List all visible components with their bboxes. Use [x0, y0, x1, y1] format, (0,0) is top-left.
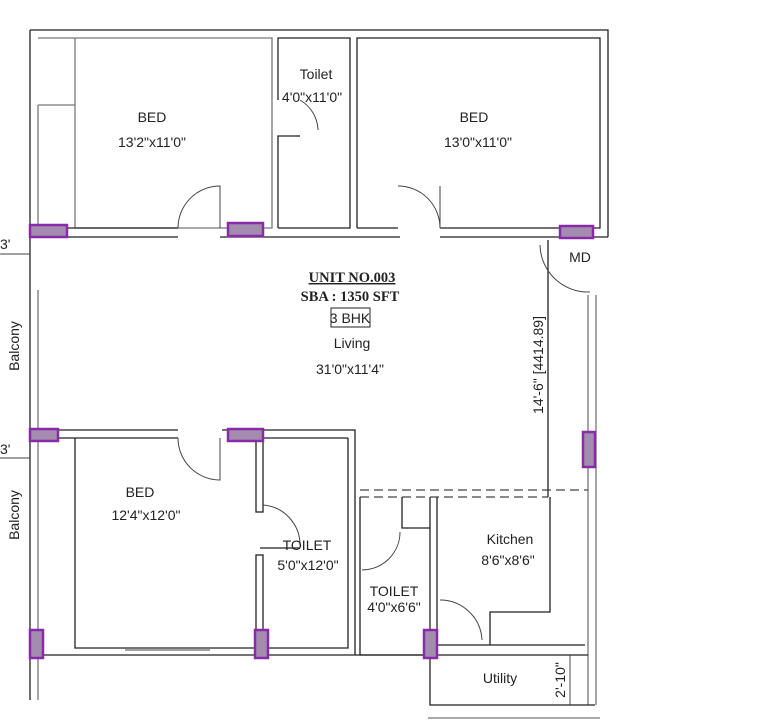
toilet3-label: TOILET	[370, 583, 419, 599]
living-height-dimension: 14'-6" [4414.89]	[530, 316, 546, 414]
bed3-label: BED	[126, 484, 155, 500]
main-door-label: MD	[569, 249, 591, 265]
column-marker	[558, 224, 595, 240]
sba-area: SBA : 1350 SFT	[301, 289, 400, 305]
column-marker	[422, 628, 439, 660]
bed1-size: 13'2"x11'0"	[118, 134, 186, 150]
toilet1-label: Toilet	[300, 66, 333, 82]
column-marker	[226, 427, 265, 443]
living-label: Living	[334, 335, 371, 351]
bhk-box	[330, 307, 371, 328]
bed2-label: BED	[460, 109, 489, 125]
utility-depth-dimension: 2'-10"	[552, 662, 568, 698]
column-marker	[28, 427, 60, 443]
kitchen-size: 8'6"x8'6"	[481, 552, 534, 568]
utility-label: Utility	[483, 670, 517, 686]
balcony2-width: 3'	[0, 441, 10, 457]
balcony1-width: 3'	[0, 236, 10, 252]
balcony2-label: Balcony	[6, 490, 22, 540]
living-size: 31'0"x11'4"	[316, 361, 384, 377]
column-marker	[28, 628, 45, 660]
balcony1-label: Balcony	[6, 321, 22, 371]
bhk-type: 3 BHK	[330, 310, 371, 326]
column-markers	[28, 221, 597, 660]
unit-number: UNIT NO.003	[309, 270, 396, 286]
toilet1-size: 4'0"x11'0"	[282, 89, 342, 105]
door-swings	[177, 99, 591, 641]
column-marker	[226, 221, 265, 238]
column-marker	[253, 628, 270, 660]
walls	[0, 29, 609, 719]
bed3-size: 12'4"x12'0"	[111, 507, 180, 523]
bed2-size: 13'0"x11'0"	[444, 134, 512, 150]
toilet2-label: TOILET	[283, 537, 332, 553]
column-marker	[28, 223, 69, 239]
toilet2-size: 5'0"x12'0"	[277, 557, 338, 573]
column-marker	[581, 430, 597, 469]
kitchen-label: Kitchen	[487, 531, 534, 547]
toilet3-size: 4'0"x6'6"	[367, 599, 420, 615]
bed1-label: BED	[138, 109, 167, 125]
